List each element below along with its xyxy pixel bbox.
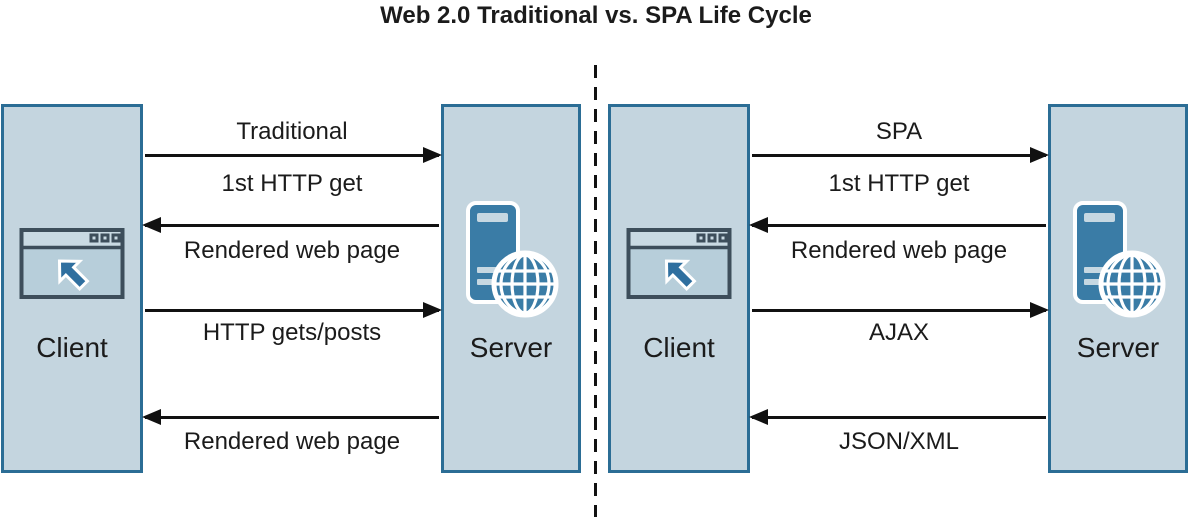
cursor-arrow-icon (57, 259, 90, 292)
right-arrow-first-request (750, 147, 1049, 163)
right-flow-heading: SPA (875, 118, 923, 145)
right-arrow-first-response (749, 217, 1048, 233)
right-message-3: AJAX (868, 319, 930, 346)
left-client-label: Client (36, 332, 108, 363)
browser-window-icon (626, 228, 732, 299)
left-server-label: Server (469, 332, 553, 363)
divider-dashed-line (594, 65, 597, 517)
left-message-3: HTTP gets/posts (202, 319, 382, 346)
left-message-4: Rendered web page (183, 428, 401, 455)
left-message-1: 1st HTTP get (221, 170, 363, 197)
cursor-arrow-icon (664, 259, 697, 292)
left-arrow-second-request (143, 302, 442, 318)
left-arrow-first-request (143, 147, 442, 163)
left-message-2: Rendered web page (183, 237, 401, 264)
server-globe-icon (466, 201, 559, 318)
left-flow-heading: Traditional (236, 118, 348, 145)
left-client-box: Client (1, 104, 143, 473)
right-arrow-json-response (749, 409, 1048, 425)
right-server-label: Server (1076, 332, 1160, 363)
diagram-title: Web 2.0 Traditional vs. SPA Life Cycle (380, 2, 812, 29)
browser-window-icon (19, 228, 125, 299)
right-message-2: Rendered web page (790, 237, 1008, 264)
right-client-box: Client (608, 104, 750, 473)
right-server-box: Server (1048, 104, 1188, 473)
server-globe-icon (1073, 201, 1166, 318)
left-server-box: Server (441, 104, 581, 473)
left-arrow-second-response (142, 409, 441, 425)
right-arrow-ajax-request (750, 302, 1049, 318)
right-message-4: JSON/XML (838, 428, 960, 455)
left-arrow-first-response (142, 217, 441, 233)
right-message-1: 1st HTTP get (828, 170, 970, 197)
right-client-label: Client (643, 332, 715, 363)
